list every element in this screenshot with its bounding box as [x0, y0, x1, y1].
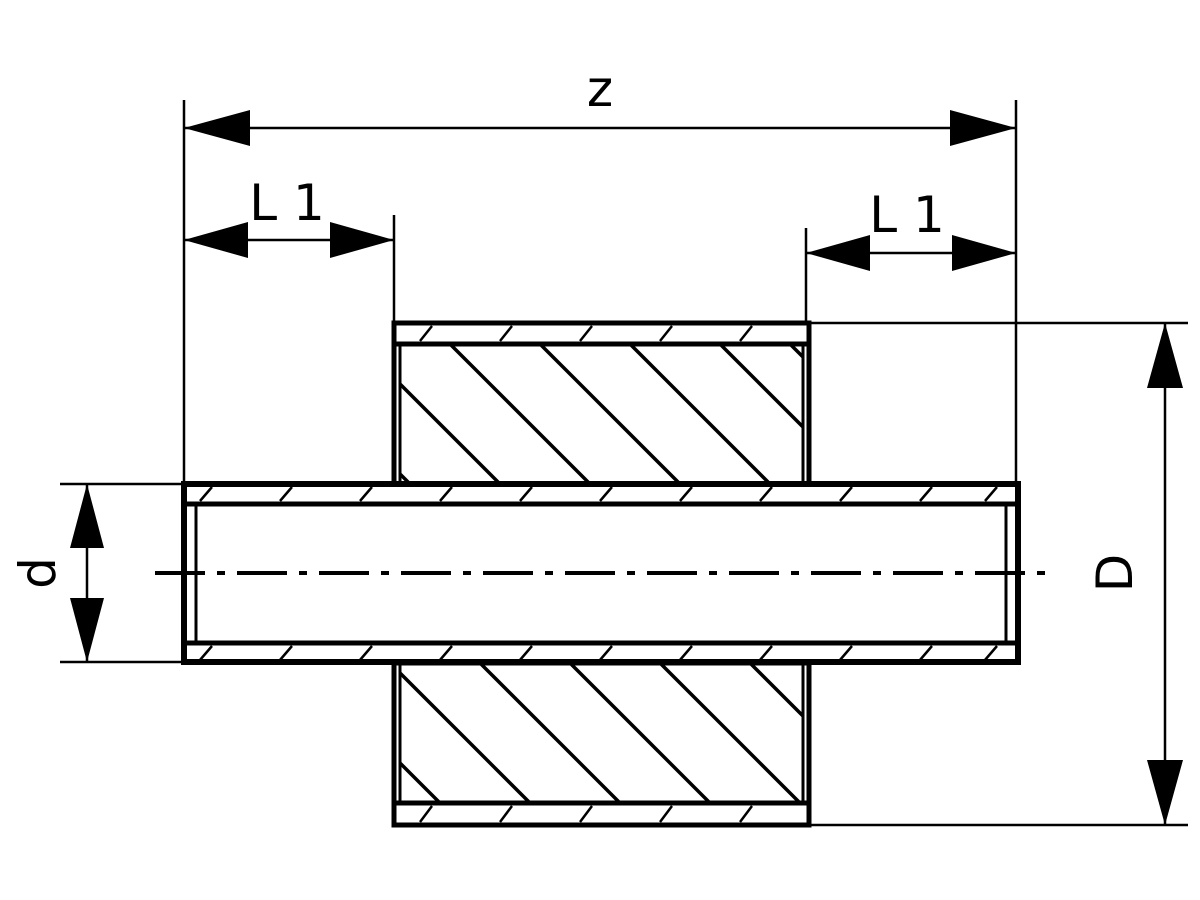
- dimension-l1-left-label: L 1: [249, 174, 325, 232]
- dimension-D-arrow-top: [1147, 323, 1183, 388]
- dimension-D-label: D: [1086, 554, 1144, 593]
- dimension-l1-left: L 1: [184, 174, 394, 258]
- sleeve-upper-wall-hatch: [419, 325, 753, 342]
- dimension-l1-right-arrow-start: [806, 235, 870, 271]
- dimension-l1-right-label: L 1: [869, 186, 945, 244]
- pipe-lower-wall-hatch: [199, 645, 998, 661]
- dimension-l1-left-arrow-start: [184, 222, 248, 258]
- dimension-l1-right: L 1: [806, 186, 1016, 271]
- dimension-D: D: [1086, 323, 1183, 825]
- dimension-l1-right-arrow-end: [952, 235, 1016, 271]
- sleeve-upper: [391, 320, 812, 487]
- pipe-upper-wall-hatch: [199, 486, 998, 502]
- sleeve-lower-wall-hatch: [419, 805, 753, 823]
- dimension-D-arrow-bottom: [1147, 760, 1183, 825]
- sleeve-lower: [391, 660, 812, 828]
- dimension-d-label: d: [9, 557, 67, 589]
- dimension-d-arrow-top: [70, 484, 104, 548]
- sleeve-lower-section-hatch: [400, 663, 803, 803]
- dimension-z: z: [184, 60, 1016, 146]
- dimension-d-arrow-bottom: [70, 598, 104, 662]
- dimension-z-label: z: [587, 60, 613, 118]
- extension-lines: [60, 100, 1188, 827]
- dimension-z-arrow-right: [950, 110, 1016, 146]
- dimension-z-arrow-left: [184, 110, 250, 146]
- sleeve-upper-section-hatch: [400, 344, 803, 484]
- dimension-d: d: [9, 484, 104, 662]
- dimension-l1-left-arrow-end: [330, 222, 394, 258]
